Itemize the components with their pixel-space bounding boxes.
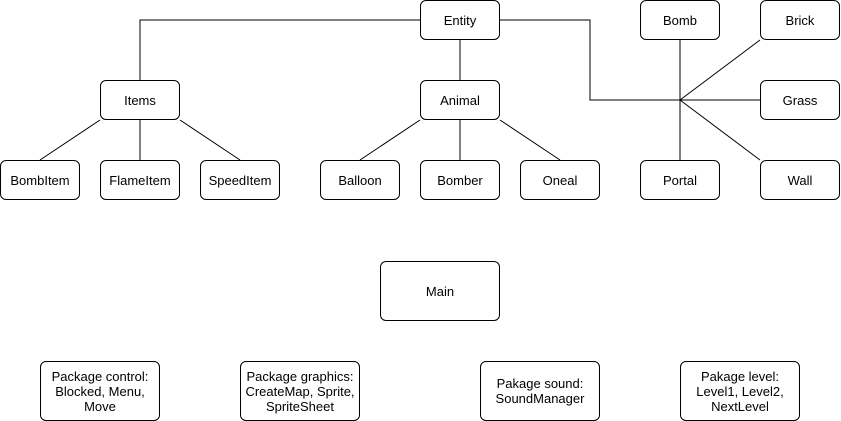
edge-animal-oneal bbox=[499, 119, 561, 161]
node-main: Main bbox=[380, 261, 500, 321]
node-bomber: Bomber bbox=[420, 160, 500, 200]
node-wall: Wall bbox=[760, 160, 840, 200]
node-bombitem-label: BombItem bbox=[10, 172, 70, 188]
package-sound-label: Pakage sound: SoundManager bbox=[495, 376, 585, 406]
node-items: Items bbox=[100, 80, 180, 120]
edge-entity-items bbox=[139, 19, 420, 80]
edge-items-bombitem bbox=[39, 119, 101, 161]
node-balloon: Balloon bbox=[320, 160, 400, 200]
node-portal-label: Portal bbox=[663, 172, 697, 188]
package-sound: Pakage sound: SoundManager bbox=[480, 361, 600, 421]
node-oneal-label: Oneal bbox=[542, 172, 578, 188]
edge-items-speeditem bbox=[179, 119, 241, 161]
node-oneal: Oneal bbox=[520, 160, 600, 200]
node-grass-label: Grass bbox=[782, 92, 818, 108]
package-control-label: Package control: Blocked, Menu, Move bbox=[51, 368, 149, 414]
node-speeditem-label: SpeedItem bbox=[208, 172, 272, 188]
package-level: Pakage level: Level1, Level2, NextLevel bbox=[680, 361, 800, 421]
node-brick: Brick bbox=[760, 0, 840, 40]
package-level-label: Pakage level: Level1, Level2, NextLevel bbox=[696, 368, 784, 414]
node-balloon-label: Balloon bbox=[338, 172, 382, 188]
node-bombitem: BombItem bbox=[0, 160, 80, 200]
node-animal-label: Animal bbox=[440, 92, 480, 108]
node-bomb-label: Bomb bbox=[663, 12, 697, 28]
node-portal: Portal bbox=[640, 160, 720, 200]
node-flameitem: FlameItem bbox=[100, 160, 180, 200]
package-control: Package control: Blocked, Menu, Move bbox=[40, 361, 160, 421]
edge-animal-balloon bbox=[359, 119, 421, 161]
node-items-label: Items bbox=[124, 92, 156, 108]
node-brick-label: Brick bbox=[785, 12, 815, 28]
node-bomb: Bomb bbox=[640, 0, 720, 40]
node-entity-label: Entity bbox=[443, 12, 477, 28]
node-wall-label: Wall bbox=[787, 172, 813, 188]
package-graphics: Package graphics: CreateMap, Sprite, Spr… bbox=[240, 361, 360, 421]
node-speeditem: SpeedItem bbox=[200, 160, 280, 200]
node-flameitem-label: FlameItem bbox=[109, 172, 171, 188]
node-grass: Grass bbox=[760, 80, 840, 120]
edge-hub-brick bbox=[679, 39, 761, 101]
edge-hub-wall bbox=[679, 99, 761, 161]
node-main-label: Main bbox=[425, 283, 455, 299]
node-animal: Animal bbox=[420, 80, 500, 120]
edge-entity-hub bbox=[500, 19, 680, 101]
package-graphics-label: Package graphics: CreateMap, Sprite, Spr… bbox=[245, 368, 355, 414]
node-entity: Entity bbox=[420, 0, 500, 40]
node-bomber-label: Bomber bbox=[437, 172, 483, 188]
